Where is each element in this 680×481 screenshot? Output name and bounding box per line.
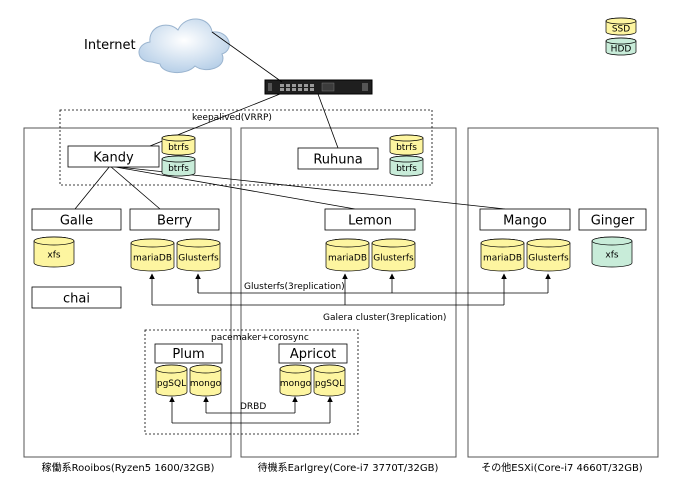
legend-hdd-disk: HDD bbox=[605, 37, 637, 56]
node-plum: Plum bbox=[154, 343, 223, 364]
node-galle: Galle bbox=[31, 208, 122, 231]
node-mango-label: Mango bbox=[503, 214, 547, 229]
legend-ssd-label: SSD bbox=[612, 25, 630, 35]
ruhuna-btrfs-ssd-label: btrfs bbox=[396, 143, 417, 153]
apricot-pgsql-label: pgSQL bbox=[315, 379, 344, 389]
node-berry: Berry bbox=[129, 208, 220, 231]
pacemaker-label: pacemaker+corosync bbox=[211, 333, 309, 343]
kandy-btrfs-ssd-disk: btrfs bbox=[161, 134, 196, 156]
network-links bbox=[74, 31, 506, 210]
keepalived-label: keepalived(VRRP) bbox=[192, 113, 272, 123]
router-icon bbox=[264, 79, 373, 95]
galera-replication-links bbox=[149, 273, 507, 306]
apricot-mongo-label: mongo bbox=[280, 379, 312, 389]
lemon-glusterfs-disk: Glusterfs bbox=[371, 238, 416, 272]
pacemaker-group bbox=[144, 329, 359, 435]
node-kandy: Kandy bbox=[67, 145, 160, 168]
ginger-xfs-label: xfs bbox=[605, 251, 618, 261]
node-kandy-label: Kandy bbox=[93, 151, 134, 166]
apricot-mongo-disk: mongo bbox=[279, 364, 312, 397]
legend-hdd-label: HDD bbox=[611, 45, 632, 55]
ruhuna-btrfs-hdd-label: btrfs bbox=[396, 164, 417, 174]
kandy-btrfs-hdd-disk: btrfs bbox=[161, 155, 196, 177]
node-ginger-label: Ginger bbox=[591, 214, 635, 229]
apricot-pgsql-disk: pgSQL bbox=[313, 364, 346, 397]
node-berry-label: Berry bbox=[157, 214, 192, 229]
lemon-mariadb-disk: mariaDB bbox=[325, 238, 370, 272]
keepalived-group bbox=[59, 109, 433, 186]
plum-pgsql-label: pgSQL bbox=[157, 379, 186, 389]
berry-glusterfs-label: Glusterfs bbox=[178, 254, 219, 264]
drbd-label: DRBD bbox=[240, 402, 266, 412]
plum-mongo-label: mongo bbox=[190, 379, 222, 389]
ruhuna-btrfs-ssd-disk: btrfs bbox=[389, 134, 424, 156]
galle-xfs-label: xfs bbox=[47, 251, 60, 261]
node-mango: Mango bbox=[479, 208, 571, 231]
node-ginger: Ginger bbox=[578, 208, 647, 231]
host-label-earlgrey: 待機系Earlgrey(Core-i7 3770T/32GB) bbox=[258, 461, 439, 474]
node-apricot-label: Apricot bbox=[290, 347, 336, 362]
internet-label: Internet bbox=[84, 38, 136, 53]
plum-mongo-disk: mongo bbox=[189, 364, 222, 397]
mango-glusterfs-disk: Glusterfs bbox=[526, 238, 571, 272]
node-lemon: Lemon bbox=[324, 208, 416, 231]
host-frame-esxi bbox=[467, 127, 659, 458]
internet-cloud-icon bbox=[138, 18, 230, 73]
ruhuna-btrfs-hdd-disk: btrfs bbox=[389, 155, 424, 177]
lemon-mariadb-label: mariaDB bbox=[328, 254, 367, 264]
node-plum-label: Plum bbox=[172, 347, 204, 362]
node-galle-label: Galle bbox=[60, 214, 93, 229]
berry-glusterfs-disk: Glusterfs bbox=[176, 238, 221, 272]
node-ruhuna: Ruhuna bbox=[297, 147, 379, 170]
berry-mariadb-label: mariaDB bbox=[133, 254, 172, 264]
node-chai-label: chai bbox=[63, 292, 90, 307]
berry-mariadb-disk: mariaDB bbox=[130, 238, 175, 272]
host-label-rooibos: 稼働系Rooibos(Ryzen5 1600/32GB) bbox=[42, 461, 215, 474]
node-chai: chai bbox=[31, 286, 122, 309]
host-label-esxi: その他ESXi(Core-i7 4660T/32GB) bbox=[481, 461, 643, 474]
galera-replication-label: Galera cluster(3replication) bbox=[323, 313, 446, 323]
ginger-xfs-disk: xfs bbox=[591, 236, 633, 268]
drbd-links bbox=[169, 396, 333, 424]
node-ruhuna-label: Ruhuna bbox=[313, 153, 362, 168]
kandy-btrfs-hdd-label: btrfs bbox=[168, 164, 189, 174]
node-lemon-label: Lemon bbox=[348, 214, 392, 229]
host-frame-rooibos bbox=[23, 127, 232, 458]
node-apricot: Apricot bbox=[278, 343, 348, 364]
host-frame-earlgrey bbox=[240, 127, 457, 458]
glusterfs-replication-label: Glusterfs(3replication) bbox=[244, 282, 345, 292]
legend-ssd-disk: SSD bbox=[605, 17, 637, 36]
kandy-btrfs-ssd-label: btrfs bbox=[168, 143, 189, 153]
mango-glusterfs-label: Glusterfs bbox=[528, 254, 569, 264]
glusterfs-replication-links bbox=[195, 273, 551, 294]
lemon-glusterfs-label: Glusterfs bbox=[373, 254, 414, 264]
galle-xfs-disk: xfs bbox=[33, 236, 75, 268]
mango-mariadb-disk: mariaDB bbox=[480, 238, 525, 272]
mango-mariadb-label: mariaDB bbox=[483, 254, 522, 264]
plum-pgsql-disk: pgSQL bbox=[155, 364, 188, 397]
